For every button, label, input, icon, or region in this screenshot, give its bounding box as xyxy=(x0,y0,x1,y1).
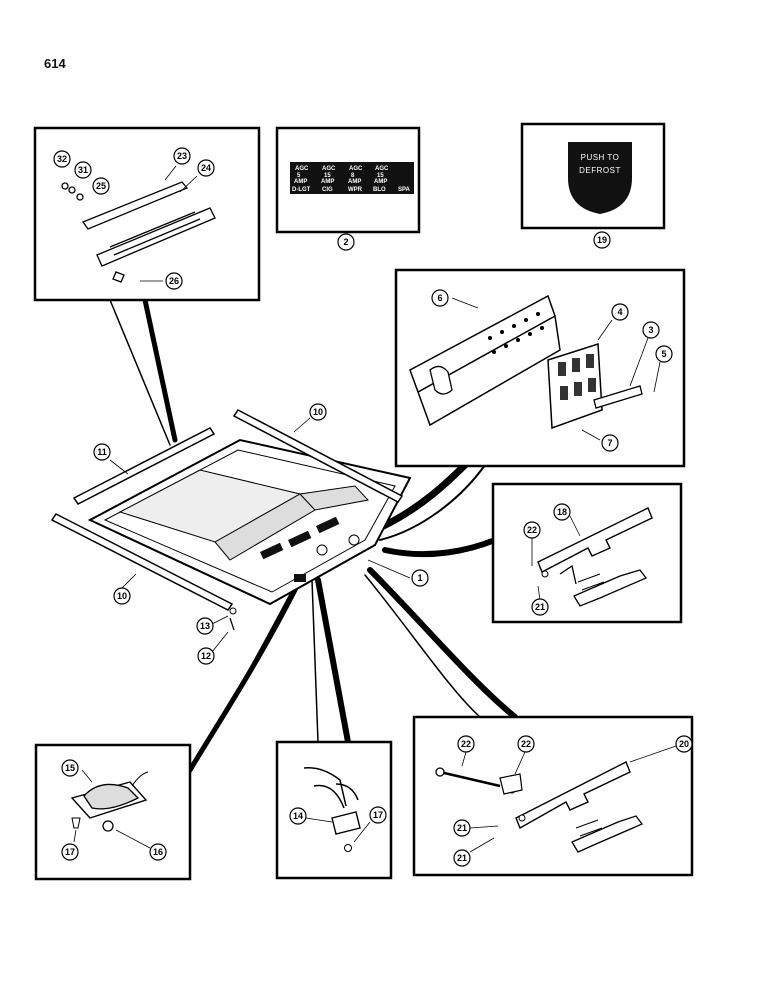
svg-text:19: 19 xyxy=(597,235,607,245)
svg-text:17: 17 xyxy=(65,847,75,857)
svg-text:25: 25 xyxy=(96,181,106,191)
callout-30: 26 xyxy=(165,272,183,290)
svg-text:10: 10 xyxy=(117,591,127,601)
svg-text:4: 4 xyxy=(617,307,622,317)
callout-12: 12 xyxy=(197,647,215,665)
svg-text:22: 22 xyxy=(461,739,471,749)
defrost-text-line1: PUSH TO xyxy=(581,153,620,162)
fuse-decal xyxy=(290,162,414,194)
callout-26: 24 xyxy=(197,159,215,177)
callout-1: 1 xyxy=(411,569,429,587)
svg-text:23: 23 xyxy=(177,151,187,161)
svg-text:3: 3 xyxy=(648,325,653,335)
svg-text:14: 14 xyxy=(293,811,303,821)
svg-text:10: 10 xyxy=(313,407,323,417)
main-leaders xyxy=(109,417,411,653)
fuse-text-r3c1: AMP xyxy=(294,179,307,185)
callouts: 32 31 25 23 24 26 2 19 6 4 3 5 7 18 22 2… xyxy=(53,147,693,867)
callout-10-left: 10 xyxy=(113,587,131,605)
callout-21-upper: 21 xyxy=(531,598,549,616)
callout-24: 22 xyxy=(457,735,475,753)
svg-text:7: 7 xyxy=(607,438,612,448)
fuse-text-r2c3: 8 xyxy=(351,173,355,179)
inset-defrost-decal: PUSH TO DEFROST xyxy=(520,122,666,230)
fuse-text-r4c5: SPA xyxy=(398,187,411,193)
svg-text:18: 18 xyxy=(557,507,567,517)
callout-22-upper: 22 xyxy=(523,521,541,539)
fuse-text-r4c1: D-LGT xyxy=(292,187,311,193)
svg-text:32: 32 xyxy=(57,154,67,164)
inset-upper-bracket xyxy=(491,482,683,624)
callout-18: 18 xyxy=(553,503,571,521)
callout-3: 3 xyxy=(642,321,660,339)
svg-text:1: 1 xyxy=(417,573,422,583)
callout-11: 11 xyxy=(93,443,111,461)
callout-14: 14 xyxy=(289,807,307,825)
fuse-text-r3c3: AMP xyxy=(348,179,361,185)
svg-text:17: 17 xyxy=(373,810,383,820)
svg-text:6: 6 xyxy=(437,293,442,303)
svg-text:21: 21 xyxy=(457,853,467,863)
svg-text:13: 13 xyxy=(200,621,210,631)
roof-headliner-panel xyxy=(50,409,412,631)
callout-29: 25 xyxy=(92,177,110,195)
defrost-text-line2: DEFROST xyxy=(579,166,621,175)
defrost-decal xyxy=(568,142,632,214)
fuse-text-r1c2: AGC xyxy=(322,166,336,172)
callout-22-lower: 21 xyxy=(453,819,471,837)
fuse-text-r3c2: AMP xyxy=(321,179,334,185)
fuse-text-r1c3: AGC xyxy=(349,166,363,172)
inset-fuse-decal: AGC AGC AGC AGC 5 15 8 15 AMP AMP AMP AM… xyxy=(275,126,421,234)
callout-20: 20 xyxy=(675,735,693,753)
fuse-text-r2c1: 5 xyxy=(297,173,301,179)
svg-text:11: 11 xyxy=(97,447,107,457)
fuse-text-r3c4: AMP xyxy=(374,179,387,185)
callout-15: 15 xyxy=(61,759,79,777)
callout-2: 2 xyxy=(337,233,355,251)
callout-17-lamp: 17 xyxy=(61,843,79,861)
callout-6: 5 xyxy=(655,345,673,363)
page-number: 614 xyxy=(44,56,66,71)
svg-text:26: 26 xyxy=(169,276,179,286)
svg-text:5: 5 xyxy=(661,349,666,359)
svg-text:22: 22 xyxy=(521,739,531,749)
inset-lower-bracket xyxy=(412,715,694,877)
callout-5: 7 xyxy=(601,434,619,452)
svg-text:21: 21 xyxy=(457,823,467,833)
svg-text:16: 16 xyxy=(153,847,163,857)
callout-7: 6 xyxy=(431,289,449,307)
fuse-text-r4c4: BLO xyxy=(373,187,386,193)
callout-25: 23 xyxy=(173,147,191,165)
svg-text:20: 20 xyxy=(679,739,689,749)
inset-fuse-panel xyxy=(394,268,686,468)
fuse-text-r1c1: AGC xyxy=(295,166,309,172)
svg-text:15: 15 xyxy=(65,763,75,773)
callout-16: 16 xyxy=(149,843,167,861)
svg-text:24: 24 xyxy=(201,163,211,173)
callout-17-harness: 17 xyxy=(369,806,387,824)
callout-31: 31 xyxy=(74,161,92,179)
svg-text:22: 22 xyxy=(527,525,537,535)
inset-trim-strips xyxy=(33,126,261,302)
svg-text:12: 12 xyxy=(201,651,211,661)
callout-23: 22 xyxy=(517,735,535,753)
fuse-text-r4c3: WPR xyxy=(348,187,363,193)
callout-13: 13 xyxy=(196,617,214,635)
fuse-text-r4c2: CIG xyxy=(322,187,333,193)
fuse-text-r2c4: 15 xyxy=(377,173,384,179)
callout-21-lower: 21 xyxy=(453,849,471,867)
callout-10-top: 10 xyxy=(309,403,327,421)
fuse-text-r2c2: 15 xyxy=(324,173,331,179)
callout-4: 4 xyxy=(611,303,629,321)
svg-text:2: 2 xyxy=(343,237,348,247)
svg-text:31: 31 xyxy=(78,165,88,175)
callout-19: 19 xyxy=(593,231,611,249)
fuse-text-r1c4: AGC xyxy=(375,166,389,172)
inset-dome-lamp xyxy=(34,743,192,881)
callout-32: 32 xyxy=(53,150,71,168)
svg-text:21: 21 xyxy=(535,602,545,612)
